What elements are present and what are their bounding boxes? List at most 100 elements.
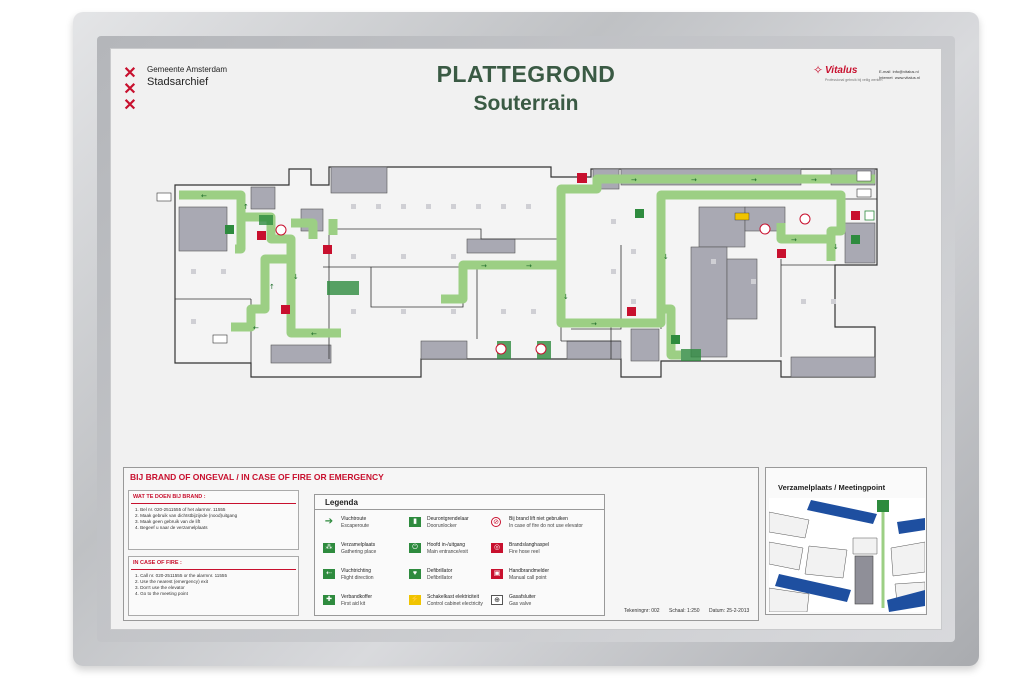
map-blocks xyxy=(769,511,925,612)
legend-label-nl: Handbrandmelder xyxy=(509,568,550,574)
email-value: info@vitalus.nl xyxy=(892,69,919,74)
svg-text:→: → xyxy=(751,176,757,184)
floor-plan-sheet: ✕ ✕ ✕ Gemeente Amsterdam Stadsarchief PL… xyxy=(110,48,942,630)
no-elevator-icon: ⊘ xyxy=(491,517,501,527)
legend-label-nl: Defibrillator xyxy=(427,568,453,574)
legend-label-en: Main entrance/exit xyxy=(427,549,468,555)
drawing-date: Datum: 25-2-2013 xyxy=(708,608,750,614)
meeting-point-panel: Verzamelplaats / Meetingpoint xyxy=(765,467,927,615)
legend-label-en: Fire hose reel xyxy=(509,549,540,555)
legend-label-nl: Vluchtrichting xyxy=(341,568,372,574)
meeting-point-marker xyxy=(877,500,889,512)
english-instructions-title: IN CASE OF FIRE : xyxy=(133,560,182,566)
legend-label-en: Defibrillator xyxy=(427,575,453,581)
vendor-tagline: Professional gebruik bij veilig werken xyxy=(825,78,883,82)
organization-name: Gemeente Amsterdam xyxy=(147,65,228,74)
legend-label-en: Doorunlocker xyxy=(427,523,457,529)
legend-label-nl: Deurontgrendelaar xyxy=(427,516,469,522)
svg-text:↑: ↑ xyxy=(243,203,249,211)
legend-label-nl: Verbandkoffer xyxy=(341,594,373,600)
english-instructions: IN CASE OF FIRE : 1. Call nr. 020-251155… xyxy=(128,556,299,616)
page-subtitle: Souterrain xyxy=(473,92,579,115)
dutch-instructions: WAT TE DOEN BIJ BRAND : 1. Bel nr. 020-2… xyxy=(128,490,299,550)
list-item: 2. Use the nearest (emergency) exit xyxy=(135,579,209,584)
runner-icon: ✧ xyxy=(813,63,824,77)
department-name: Stadsarchief xyxy=(147,76,209,88)
list-item: 4. Go to the meeting point xyxy=(135,591,188,596)
divider xyxy=(131,569,296,570)
legend-label-en: Manual call point xyxy=(509,575,547,581)
legend-title: Legenda xyxy=(325,498,358,507)
legend-label-en: Gathering place xyxy=(341,549,377,555)
internet-label: Internet xyxy=(879,75,893,80)
dutch-instructions-title: WAT TE DOEN BIJ BRAND : xyxy=(133,494,206,500)
vendor-contact: E-mail info@vitalus.nl Internet www.vita… xyxy=(879,69,920,81)
svg-text:↓: ↓ xyxy=(563,293,569,301)
list-item: 4. Begeef u naar de verzamelplaats xyxy=(135,525,208,530)
vendor-name: Vitalus xyxy=(825,65,858,76)
route-arrows: ← ↑ ↓ ← → → ↓ → → → → ↓ → ↓ → ← ↑ xyxy=(201,176,839,338)
legend-label-nl: Gasafsluiter xyxy=(509,594,536,600)
legend-label-en: In case of fire do not use elevator xyxy=(509,523,583,529)
canals xyxy=(775,500,925,612)
list-item: 1. Call nr. 020-2511555 or the alarmnr. … xyxy=(135,573,228,578)
svg-text:→: → xyxy=(691,176,697,184)
emergency-panel: BIJ BRAND OF ONGEVAL / IN CASE OF FIRE O… xyxy=(123,467,759,621)
first-aid-icon: ✚ xyxy=(323,595,335,605)
legend-label-en: Gas valve xyxy=(509,601,532,607)
legend-label-nl: Verzamelplaats xyxy=(341,542,376,548)
legend-label-en: First aid kit xyxy=(341,601,366,607)
divider xyxy=(131,503,296,504)
email-label: E-mail xyxy=(879,69,891,74)
svg-text:→: → xyxy=(481,262,487,270)
drawing-number: Tekeningnr: 002 xyxy=(624,608,660,614)
svg-text:→: → xyxy=(791,236,797,244)
english-steps-list: 1. Call nr. 020-2511555 or the alarmnr. … xyxy=(135,573,227,597)
fire-hose-icon: ◎ xyxy=(491,543,503,553)
svg-text:↓: ↓ xyxy=(293,273,299,281)
internet-value: www.vitalus.nl xyxy=(894,75,920,80)
safety-symbols xyxy=(156,170,875,355)
main-exit-icon: ⏻ xyxy=(409,543,421,553)
drawing-scale: Schaal: 1:250 xyxy=(668,608,700,614)
legend-label-nl: Bij brand lift niet gebruiken xyxy=(509,516,568,522)
electricity-icon: ⚡ xyxy=(409,595,421,605)
svg-text:↓: ↓ xyxy=(663,253,669,261)
svg-text:→: → xyxy=(631,176,637,184)
legend-label-nl: Vluchtroute xyxy=(341,516,367,522)
legend-label-en: Control cabinet electricity xyxy=(427,601,483,607)
page-title: PLATTEGROND xyxy=(436,61,616,87)
dutch-steps-list: 1. Bel nr. 020-2511555 of het alarmnr. 1… xyxy=(135,507,237,531)
archive-building xyxy=(854,555,874,605)
cross-icon: ✕ xyxy=(123,97,137,114)
svg-text:→: → xyxy=(811,176,817,184)
svg-text:→: → xyxy=(526,262,532,270)
meeting-point-map xyxy=(769,498,925,612)
stairs xyxy=(259,215,701,361)
legend-label-en: Flight direction xyxy=(341,575,374,581)
flight-direction-icon: ⇠ xyxy=(323,569,335,579)
legend-label-en: Escaperoute xyxy=(341,523,370,529)
drawing-metadata: Tekeningnr: 002 Schaal: 1:250 Datum: 25-… xyxy=(624,608,757,614)
amsterdam-logo: ✕ ✕ ✕ Gemeente Amsterdam Stadsarchief xyxy=(123,65,233,115)
svg-text:←: ← xyxy=(201,192,207,200)
arrow-right-icon: ➔ xyxy=(324,516,334,527)
divider xyxy=(315,509,604,510)
list-item: 2. Maak gebruik van dichtstbijzijnde (no… xyxy=(135,513,238,518)
cross-icon: ✕ xyxy=(123,81,137,98)
defibrillator-icon: ♥ xyxy=(409,569,421,579)
gathering-icon: ⁂ xyxy=(323,543,335,553)
floor-plan: ← ↑ ↓ ← → → ↓ → → → → ↓ → ↓ → ← ↑ xyxy=(156,166,878,378)
svg-text:↓: ↓ xyxy=(833,243,839,251)
